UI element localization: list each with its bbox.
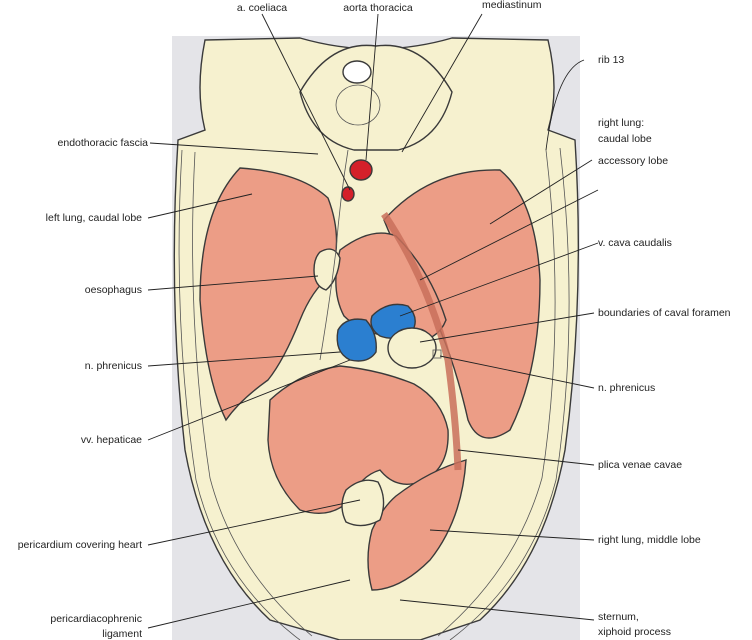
label-aorta-thoracica: aorta thoracica [343,2,413,14]
left-rib-inner [192,151,313,637]
vertebra [299,44,453,151]
coeliac-artery-vessel [341,186,355,202]
label-vv-hepaticae: vv. hepaticae [81,434,142,446]
vertebral-canal [342,60,372,84]
label-right-lung-middle-lobe: right lung, middle lobe [598,534,701,546]
mediastinum-strip [319,149,349,361]
aorta-thoracica-vessel [349,159,373,181]
label-n-phrenicus-right: n. phrenicus [598,382,655,394]
label-endothoracic-fascia: endothoracic fascia [58,137,149,149]
plica-venae-cavae [381,212,462,471]
phrenic-nerve-marker [432,349,442,359]
label-accessory-lobe: accessory lobe [598,155,668,167]
label-mediastinum: mediastinum [482,0,542,11]
label-right-lung-caudal-line1: right lung: [598,117,644,129]
label-sternum-line2: xiphoid process [598,626,671,638]
leader-lines [147,13,599,629]
vertebral-body [335,84,381,126]
label-left-lung-caudal: left lung, caudal lobe [46,212,142,224]
label-pericardiacophrenic-line1: pericardiacophrenic [50,613,142,625]
pericardium-area [341,479,385,527]
right-rib [449,147,570,640]
label-plica-venae-cavae: plica venae cavae [598,459,682,471]
hepatic-veins-vessel [336,318,377,362]
label-rib-13: rib 13 [598,54,624,66]
label-v-cava-caudalis: v. cava caudalis [598,237,672,249]
label-caval-foramen: boundaries of caval foramen [598,307,731,319]
right-rib-inner [437,149,556,637]
label-n-phrenicus-left: n. phrenicus [85,360,142,372]
left-rib [178,149,301,640]
left-lung-caudal-lobe [199,167,338,422]
label-right-lung-caudal-line2: caudal lobe [598,133,652,145]
label-oesophagus: oesophagus [85,284,142,296]
caval-foramen-ring [387,327,437,369]
label-pericardium: pericardium covering heart [18,539,142,551]
label-a-coeliaca: a. coeliaca [237,2,287,14]
label-sternum-line1: sternum, [598,611,639,623]
label-pericardiacophrenic-line2: ligament [102,628,142,640]
